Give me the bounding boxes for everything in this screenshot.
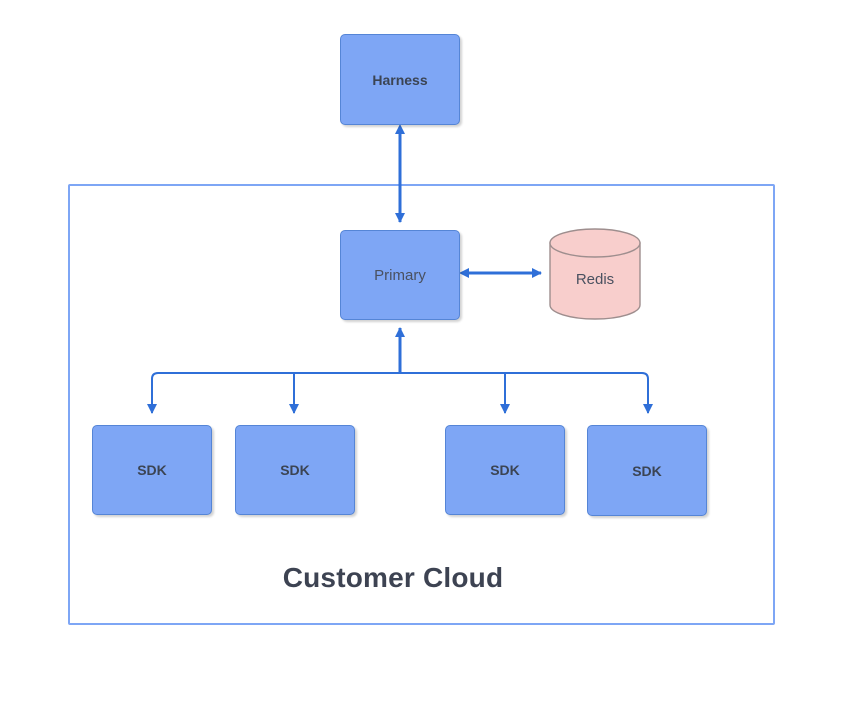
node-harness[interactable]: Harness xyxy=(340,34,460,125)
node-redis[interactable]: Redis xyxy=(549,228,641,320)
node-sdk-1-label: SDK xyxy=(137,462,167,478)
node-primary[interactable]: Primary xyxy=(340,230,460,320)
node-harness-label: Harness xyxy=(372,71,428,88)
customer-cloud-container xyxy=(68,184,775,625)
node-sdk-1[interactable]: SDK xyxy=(92,425,212,515)
node-sdk-4-label: SDK xyxy=(632,462,662,479)
node-sdk-2[interactable]: SDK xyxy=(235,425,355,515)
node-sdk-2-label: SDK xyxy=(280,462,310,478)
node-sdk-3[interactable]: SDK xyxy=(445,425,565,515)
customer-cloud-label: Customer Cloud xyxy=(282,562,504,593)
node-sdk-4[interactable]: SDK xyxy=(587,425,707,516)
node-primary-label: Primary xyxy=(374,266,426,284)
node-sdk-3-label: SDK xyxy=(490,462,520,478)
cylinder-shape xyxy=(549,228,641,320)
